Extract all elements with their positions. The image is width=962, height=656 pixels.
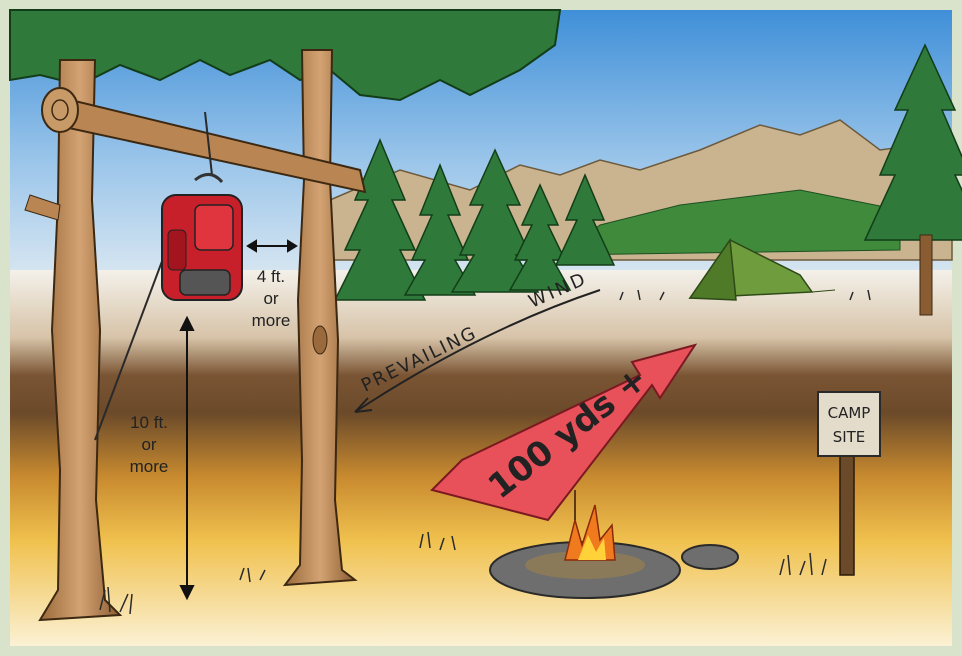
sign-line-2: SITE: [833, 428, 866, 446]
sign-line-1: CAMP: [828, 404, 871, 422]
vertical-distance-line-2: or: [114, 434, 184, 456]
vertical-distance-line-1: 10 ft.: [114, 412, 184, 434]
horizontal-distance-line-1: 4 ft.: [236, 266, 306, 288]
horizontal-distance-label: 4 ft. or more: [236, 266, 306, 332]
horizontal-distance-line-2: or: [236, 288, 306, 310]
vertical-distance-line-3: more: [114, 456, 184, 478]
vertical-distance-label: 10 ft. or more: [114, 412, 184, 478]
horizontal-distance-line-3: more: [236, 310, 306, 332]
